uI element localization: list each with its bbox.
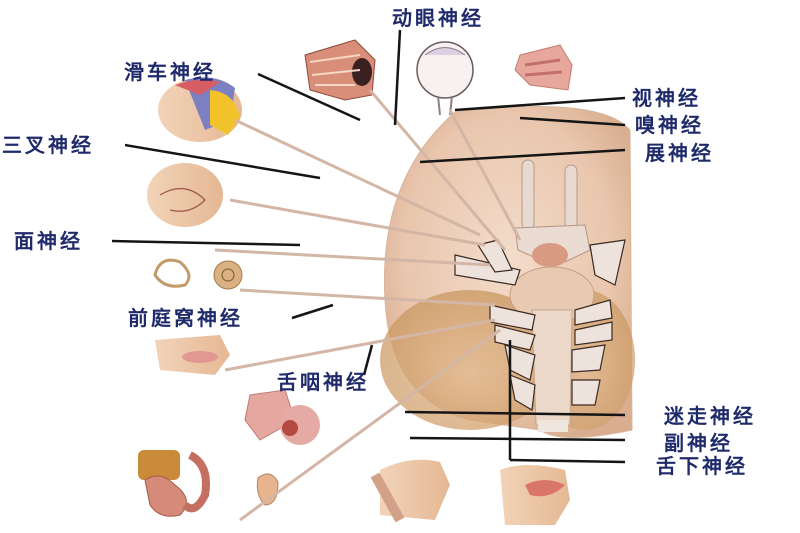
neck-shoulder-illustration: [370, 459, 450, 523]
eyeball-illustration: [416, 41, 474, 116]
leader-lines: [111, 29, 626, 464]
nose-illustration: [514, 44, 573, 91]
face-nerves-illustration: [147, 163, 223, 227]
eye-muscles-illustration: [304, 39, 376, 101]
head-dermatomes-illustration: [158, 77, 242, 142]
nerve-pathways: [214, 89, 522, 522]
label-trochlear-nerve: 滑车神经: [124, 60, 216, 84]
label-abducens-nerve: 展神经: [645, 141, 714, 165]
label-vagus-nerve: 迷走神经: [664, 404, 756, 428]
thoracic-organs-illustration: [244, 389, 320, 445]
jaw-tongue-illustration: [500, 465, 570, 525]
label-hypoglossal-nerve: 舌下神经: [656, 454, 748, 478]
label-accessory-nerve: 副神经: [664, 431, 733, 455]
label-trigeminal-nerve: 三叉神经: [2, 133, 94, 157]
label-glossopharyngeal-nerve: 舌咽神经: [277, 370, 369, 394]
inner-ear-illustration: [153, 258, 243, 290]
mouth-tongue-illustration: [155, 335, 230, 375]
label-olfactory-nerve: 嗅神经: [635, 113, 704, 137]
label-vestibulocochlear-nerve: 前庭窝神经: [128, 306, 243, 330]
abdominal-organs-illustration: [138, 450, 210, 517]
label-facial-nerve: 面神经: [14, 229, 83, 253]
label-optic-nerve: 视神经: [632, 86, 701, 110]
label-oculomotor-nerve: 动眼神经: [392, 6, 484, 30]
brain-base-illustration: [380, 105, 635, 438]
